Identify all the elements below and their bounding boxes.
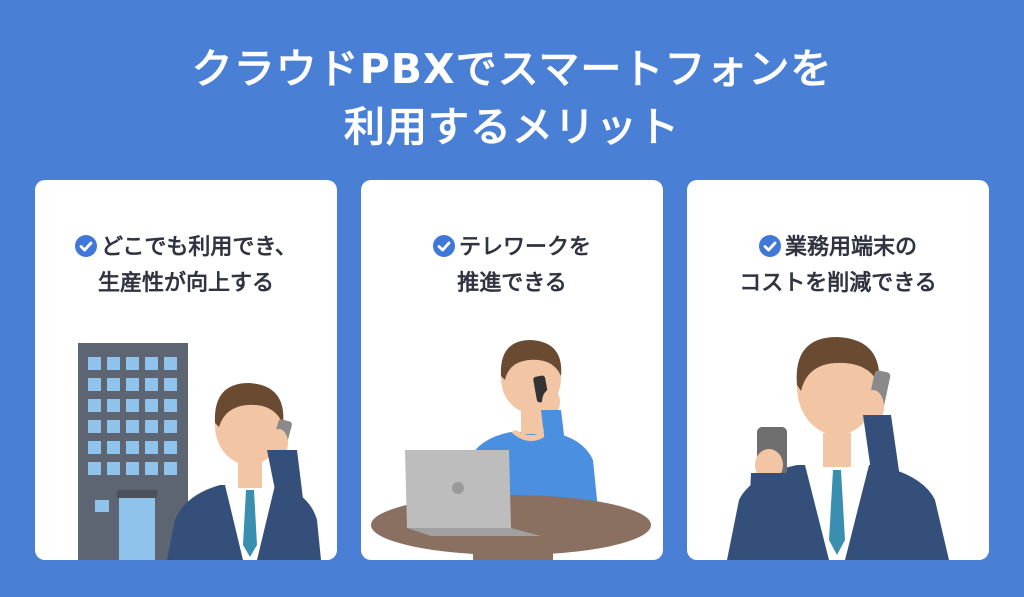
check-circle-icon bbox=[758, 235, 781, 257]
page-title: クラウドPBXでスマートフォンを 利用するメリット bbox=[0, 40, 1024, 156]
card-heading-line2: 推進できる bbox=[457, 271, 567, 296]
businessman-with-phones bbox=[727, 337, 949, 560]
card-heading: 業務用端末の コストを削減できる bbox=[687, 230, 989, 302]
remote-worker-illustration bbox=[371, 340, 651, 560]
businessman-on-phone bbox=[167, 383, 321, 560]
laptop-icon bbox=[405, 450, 541, 536]
card-heading-line2: 生産性が向上する bbox=[97, 271, 274, 296]
page-title-line1: クラウドPBXでスマートフォンを bbox=[191, 45, 833, 93]
benefit-card-telework: テレワークを 推進できる bbox=[361, 180, 663, 560]
card-heading: テレワークを 推進できる bbox=[361, 230, 663, 302]
benefit-card-cost-reduction: 業務用端末の コストを削減できる bbox=[687, 180, 989, 560]
card-heading-line2: コストを削減できる bbox=[739, 271, 937, 296]
page-title-line2: 利用するメリット bbox=[344, 103, 680, 151]
card-heading-line1: テレワークを bbox=[458, 235, 591, 260]
check-circle-icon bbox=[432, 235, 455, 257]
card-heading-line1: どこでも利用でき、 bbox=[101, 235, 297, 260]
office-building-icon bbox=[78, 343, 188, 560]
card-heading: どこでも利用でき、 生産性が向上する bbox=[35, 230, 337, 302]
check-circle-icon bbox=[75, 235, 98, 257]
benefit-card-anywhere: どこでも利用でき、 生産性が向上する bbox=[35, 180, 337, 560]
businessman-building-illustration bbox=[78, 343, 321, 560]
businessman-two-phones-illustration bbox=[727, 337, 949, 560]
card-heading-line1: 業務用端末の bbox=[784, 235, 917, 260]
